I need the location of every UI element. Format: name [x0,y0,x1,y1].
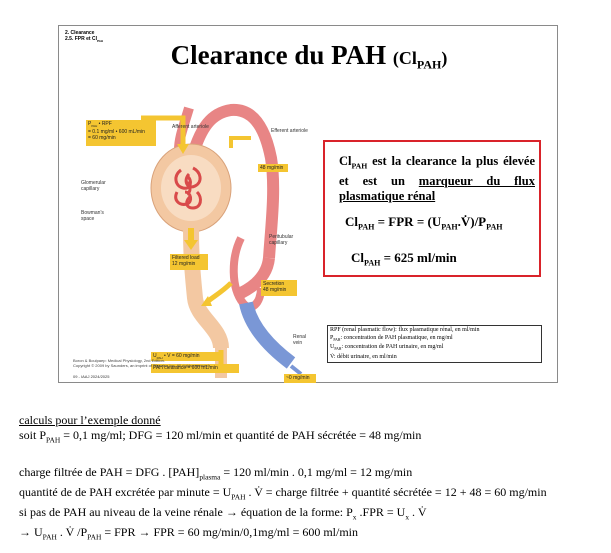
clearance-equation: ClPAH = FPR = (UPAH.V̇)/PPAH [345,214,503,232]
filtered-load-box: Filtered load 12 mg/min [170,254,208,270]
key-statement-box: ClPAH est la clearance la plus élevée et… [323,140,541,277]
glomerular-capillary-label: Glomerular capillary [81,180,106,192]
breadcrumb-section: 2. Clearance [65,30,95,36]
secretion-top-box: 48 mg/min [258,164,288,172]
breadcrumb: 2. Clearance 2.5. FPR et ClPAH [65,30,103,44]
renal-vein-zero-box: ~0 mg/min [284,374,316,383]
urine-excretion-box: UPAH • V = 60 mg/min [151,352,221,361]
abbreviation-notes: RPF (renal plasmatic flow): flux plasmat… [327,325,542,364]
bowman-space-label: Bowman's space [81,210,104,222]
rpf-input-box: PPAH • RPF = 0.1 mg/ml • 600 mL/min = 60… [86,120,156,146]
renal-vein-label: Renal vein [293,334,307,346]
key-statement: ClPAH est la clearance la plus élevée et… [339,154,535,203]
slide-footer-code: 09 - IAAJ 2024/2025 [73,374,110,379]
calc-line-given: soit PPAH = 0,1 mg/ml; DFG = 120 ml/min … [19,428,422,445]
calc-line-filtered: charge filtrée de PAH = DFG . [PAH]plasm… [19,465,413,482]
slide-title: Clearance du PAH (ClPAH) [170,40,448,72]
figure-credit: Boron & Boulpaep: Medical Physiology, 2n… [73,358,210,368]
breadcrumb-subsection: 2.5. FPR et ClPAH [65,36,104,43]
calc-line-excreted: quantité de de PAH excrétée par minute =… [19,485,547,502]
calc-heading: calculs pour l’exemple donné [19,413,161,427]
pah-clearance-box: PAH clearance = 600 mL/min [151,364,239,373]
peritubular-capillary-label: Peritubular capillary [269,234,294,246]
calc-line-equation: si pas de PAH au niveau de la veine réna… [19,505,427,522]
calc-line-result: → UPAH . V̇ /PPAH = FPR → FPR = 60 mg/mi… [19,525,359,542]
nephron-figure: PPAH • RPF = 0.1 mg/ml • 600 mL/min = 60… [71,88,321,383]
secretion-box: Secretion 48 mg/min [261,280,297,296]
clearance-value: ClPAH = 625 ml/min [351,250,457,268]
afferent-arteriole-label: Afferent arteriole [172,124,209,130]
efferent-arteriole-label: Efferent arteriole [271,128,308,134]
slide-image: 2. Clearance 2.5. FPR et ClPAH Clearance… [58,25,558,383]
